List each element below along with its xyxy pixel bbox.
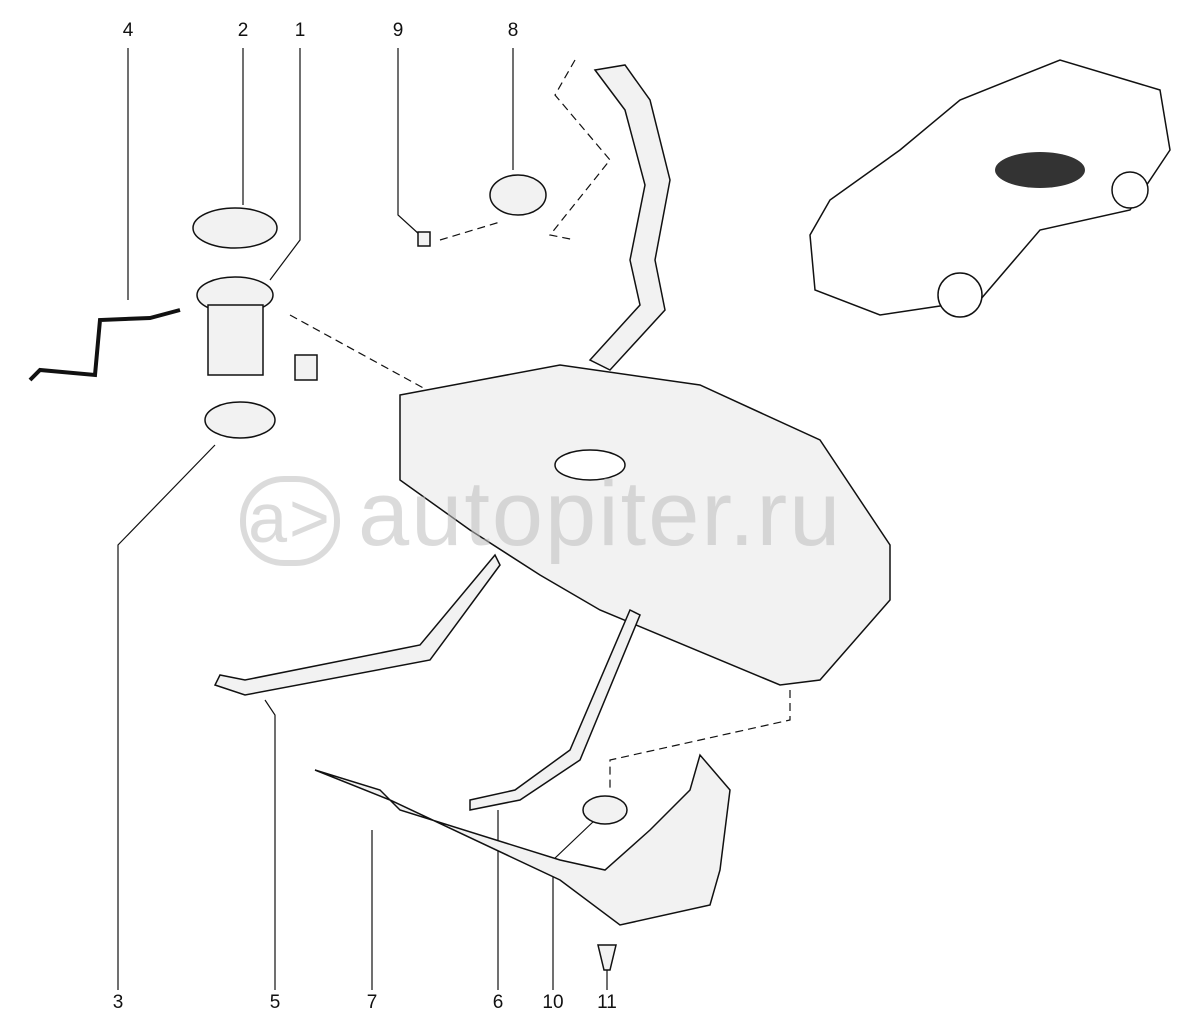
callout-6: 6 <box>492 992 504 1013</box>
watermark-logo: a> <box>240 475 340 566</box>
wire-harness <box>28 308 181 382</box>
leader-5 <box>264 699 276 990</box>
callout-11: 11 <box>597 992 617 1013</box>
filler-cap <box>489 174 547 216</box>
leader-10 <box>552 819 596 990</box>
tank-strap-6 <box>469 608 641 811</box>
callout-5: 5 <box>269 992 281 1013</box>
leader-1 <box>269 48 301 281</box>
fuel-tank <box>399 364 891 686</box>
tank-strap-5 <box>213 553 501 696</box>
heat-shield <box>314 753 731 926</box>
leader-3 <box>117 444 216 990</box>
callout-9: 9 <box>392 20 404 41</box>
callout-10: 10 <box>542 992 564 1013</box>
callout-8: 8 <box>507 20 519 41</box>
watermark: a>autopiter.ru <box>240 462 842 567</box>
vehicle-location-illustration <box>809 59 1171 318</box>
callout-4: 4 <box>122 20 134 41</box>
leader-lines <box>117 48 608 990</box>
callout-7: 7 <box>366 992 378 1013</box>
callout-1: 1 <box>294 20 306 41</box>
filler-neck <box>588 64 671 371</box>
fuel-pump-module <box>196 276 318 381</box>
callout-2: 2 <box>237 20 249 41</box>
seal-ring <box>204 401 276 439</box>
watermark-text: autopiter.ru <box>358 463 843 565</box>
lock-ring <box>192 207 278 249</box>
clip <box>597 944 617 971</box>
rubber-bushing <box>582 795 628 825</box>
screw <box>417 231 431 247</box>
callout-3: 3 <box>112 992 124 1013</box>
leader-9 <box>397 48 421 236</box>
